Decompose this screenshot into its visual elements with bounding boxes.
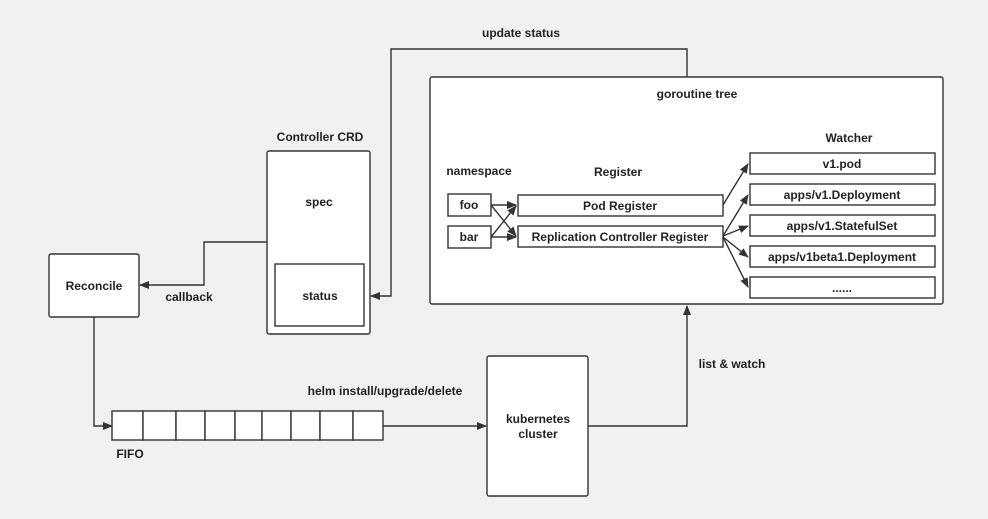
watcher-label: ......	[832, 281, 852, 295]
bar-to-pod-arrow	[490, 205, 517, 238]
goroutine-tree-title: goroutine tree	[657, 87, 738, 101]
namespace-heading: namespace	[446, 164, 512, 178]
spec-label: spec	[305, 195, 333, 209]
watcher-box	[749, 276, 936, 299]
reconcile-label: Reconcile	[66, 279, 123, 293]
watcher-label: v1.pod	[823, 157, 862, 171]
watcher-label: apps/v1beta1.Deployment	[768, 250, 916, 264]
watcher-box	[749, 183, 936, 206]
helm-label: helm install/upgrade/delete	[308, 384, 463, 398]
callback-label: callback	[165, 290, 213, 304]
kubernetes-cluster-box	[486, 355, 589, 497]
fifo-slot	[142, 410, 177, 441]
namespace-bar-label: bar	[460, 230, 479, 244]
callback-arrow	[139, 241, 267, 289]
watcher-box	[749, 245, 936, 268]
update-status-label: update status	[482, 26, 560, 40]
rc-to-statefulset-arrow	[722, 225, 749, 237]
fifo-slot	[319, 410, 354, 441]
reconcile-fifo-arrow	[93, 317, 113, 430]
watcher-list: v1.pod apps/v1.Deployment apps/v1.Stateful…	[749, 152, 936, 299]
status-label: status	[302, 289, 338, 303]
rc-register-label: Replication Controller Register	[532, 230, 709, 244]
fifo-slot	[352, 410, 384, 441]
fifo-slot	[290, 410, 321, 441]
status-box	[274, 263, 365, 327]
rc-to-more-arrow	[722, 236, 749, 288]
fifo-slot	[204, 410, 236, 441]
namespace-foo-label: foo	[460, 198, 479, 212]
list-watch-label: list & watch	[699, 357, 766, 371]
fifo-slot	[111, 410, 144, 441]
update-status-arrow	[370, 48, 688, 300]
watcher-box	[749, 214, 936, 237]
watcher-box	[749, 152, 936, 175]
register-heading: Register	[594, 165, 642, 179]
kubernetes-label-line1: kubernetes	[506, 412, 570, 426]
rc-to-deployment-arrow	[722, 194, 749, 237]
pod-to-v1pod-arrow	[722, 163, 749, 206]
list-watch-arrow	[588, 305, 691, 427]
rc-to-v1beta1-arrow	[722, 236, 749, 258]
watcher-label: apps/v1.StatefulSet	[787, 219, 898, 233]
watcher-heading: Watcher	[826, 131, 873, 145]
rc-register-box	[517, 225, 724, 248]
fifo-queue	[111, 410, 384, 441]
pod-register-box	[517, 194, 724, 217]
fifo-slot	[175, 410, 206, 441]
fifo-label: FIFO	[116, 447, 143, 461]
kubernetes-label-line2: cluster	[518, 427, 558, 441]
pod-register-label: Pod Register	[583, 199, 657, 213]
watcher-label: apps/v1.Deployment	[784, 188, 901, 202]
fifo-slot	[261, 410, 292, 441]
controller-crd-title: Controller CRD	[277, 130, 364, 144]
fifo-slot	[234, 410, 263, 441]
